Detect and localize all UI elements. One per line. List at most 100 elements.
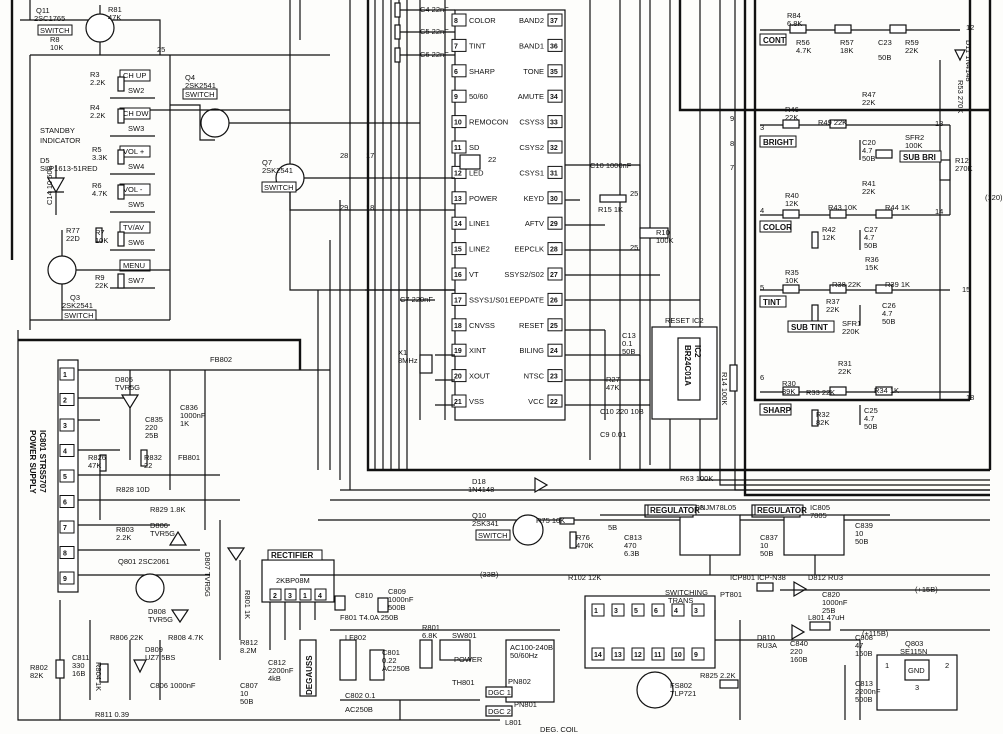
power-label: D808: [148, 607, 166, 616]
ic1-pin-number: 30: [550, 196, 558, 203]
left-label: Q7: [262, 158, 272, 167]
right-label: 22K: [862, 98, 875, 107]
left-label: R81: [108, 5, 122, 14]
right-label: R31: [838, 359, 852, 368]
ic1-pin-box: [451, 318, 467, 332]
regulator-label: C839: [855, 521, 873, 530]
regulator-label: 160B: [855, 649, 873, 658]
rectifier-pin-box: [314, 588, 327, 601]
transformer-pin-box: [631, 647, 645, 661]
ic1-pin-number: 21: [454, 399, 462, 406]
d807-label: D807 TVR5G: [203, 552, 212, 597]
ic1-peripheral-label: 29: [340, 203, 348, 212]
ic1-pin-box: [451, 394, 467, 408]
key-label: TV/AV: [123, 223, 144, 232]
regulator-label: R76: [576, 533, 590, 542]
key-label: MENU: [123, 261, 145, 270]
ic1-pin-box: [451, 13, 467, 27]
r53-label: R53 270K: [956, 80, 965, 113]
right-label: 22K: [838, 367, 851, 376]
regulator-label: RU3A: [757, 641, 777, 650]
rectifier-pin-box: [299, 588, 312, 601]
function-tag-label: SUB TINT: [791, 323, 828, 332]
right-label: R57: [840, 38, 854, 47]
ic1-pin-box: [451, 89, 467, 103]
power-label: DGC 1: [488, 688, 511, 697]
regulator-ic808: [679, 514, 741, 556]
power-label: R812: [240, 638, 258, 647]
transformer-pin-number: 3: [614, 608, 618, 615]
regulator-label: Q10: [472, 511, 486, 520]
transformer-pin-number: 3: [694, 608, 698, 615]
ic1-pin-name: VCC: [528, 397, 544, 406]
ic1-peripheral-label: 28: [340, 151, 348, 160]
power-label: 50B: [240, 697, 253, 706]
regulator-label: 50B: [760, 549, 773, 558]
transformer-pin-number: 5: [634, 608, 638, 615]
ic801-pin-number: 6: [63, 500, 67, 507]
switch-tag: [37, 24, 73, 36]
ic1-peripheral-label: C5 22nF: [420, 27, 449, 36]
ic1-pin-number: 12: [454, 170, 462, 177]
ic1-pin-box: [451, 267, 467, 281]
ic801-pin-number: 1: [63, 372, 67, 379]
regulator-label: ICP801 ICP-N38: [730, 573, 786, 582]
left-label: 25: [157, 45, 165, 54]
ic1-pin-name: REMOCON: [469, 118, 508, 127]
power-label: C802 0.1: [345, 691, 375, 700]
power-label: Q801 2SC2061: [118, 557, 170, 566]
switch-tag: [61, 309, 97, 321]
rectifier-pin-number: 3: [288, 593, 292, 600]
ic1-pin-number: 8: [454, 18, 458, 25]
ic1-pin-number: 33: [550, 120, 558, 127]
left-label: Q11: [36, 6, 50, 15]
regulator-label: 47: [855, 641, 863, 650]
ic1-peripheral-label: 25: [630, 189, 638, 198]
switch-ref: SW3: [128, 124, 144, 133]
transformer-pin-number: 9: [694, 652, 698, 659]
left-label: 2SK2541: [262, 166, 293, 175]
power-label: 330: [72, 661, 85, 670]
regulator-label: Q803: [905, 639, 923, 648]
right-label: C23: [878, 38, 892, 47]
ic1-pin-name: VSS: [469, 397, 484, 406]
ic801-pin-box: [59, 418, 75, 432]
ic1-pin-name: BILING: [519, 346, 544, 355]
ic1-pin-box: [451, 292, 467, 306]
function-tag: [759, 220, 792, 233]
power-label: TVR5G: [115, 383, 140, 392]
switch-tag: [475, 529, 511, 541]
ic1-pin-number: 35: [550, 69, 558, 76]
left-label: Q4: [185, 73, 195, 82]
power-label: 500B: [388, 603, 406, 612]
rectifier-pin-box: [269, 588, 282, 601]
ic1-pin-number: 26: [550, 297, 558, 304]
regulator-label: 5B: [608, 523, 617, 532]
power-label: SW801: [452, 631, 477, 640]
regulator-label: 220: [790, 647, 803, 656]
switch-tag-label: SWITCH: [264, 183, 294, 192]
ic801-pin-number: 2: [63, 398, 67, 405]
power-label: C810: [355, 591, 373, 600]
regulator-label: R63 100K: [680, 474, 713, 483]
ic1-pin-number: 13: [454, 196, 462, 203]
regulator-label: R75 10K: [536, 516, 565, 525]
power-label: 16B: [72, 669, 85, 678]
left-label: 10K: [50, 43, 63, 52]
rectifier-pin-number: 1: [303, 593, 307, 600]
right-label: SFR2: [905, 133, 924, 142]
regulator-label: R102 12K: [568, 573, 601, 582]
right-label: 4.7: [882, 309, 892, 318]
ic801-pin-box: [59, 520, 75, 534]
transformer-pin-box: [611, 647, 625, 661]
function-tag-label: COLOR: [763, 223, 792, 232]
power-label: C836: [180, 403, 198, 412]
right-label: R84: [787, 11, 801, 20]
right-label: 22K: [826, 305, 839, 314]
switch-tag-label: SWITCH: [64, 311, 94, 320]
switch-ref: SW4: [128, 162, 144, 171]
rectifier-pin-number: 4: [318, 593, 322, 600]
ic1-pin-name: SSYS1/S01: [469, 295, 509, 304]
right-label: 4.7: [862, 146, 872, 155]
ic1-pin-box: [547, 89, 563, 103]
